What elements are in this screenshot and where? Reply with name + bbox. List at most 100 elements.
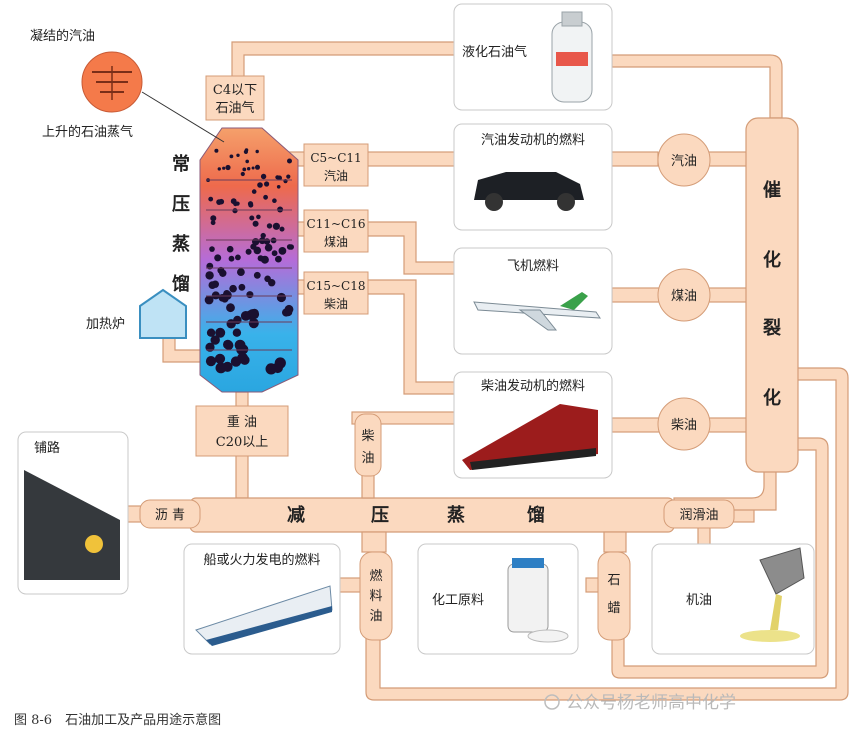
tower-droplet [275, 175, 280, 180]
catalytic-cracking-label: 催 化 裂 化 [762, 179, 781, 409]
tower-droplet [266, 223, 273, 229]
product-card-diesel-engine: 柴油发动机的燃料 [453, 371, 613, 479]
distillation-tower [199, 127, 299, 393]
heavy-oil-line2: C20以上 [216, 435, 269, 450]
tower-droplet [284, 304, 294, 314]
tower-droplet [215, 362, 227, 374]
tower-droplet [232, 328, 242, 337]
diesel-v-2: 油 [361, 451, 374, 466]
tower-droplet [248, 202, 254, 208]
tower-droplet [230, 356, 242, 367]
fuel-v-3: 油 [369, 609, 382, 624]
c4-gas-box: C4以下 石油气 [205, 75, 265, 121]
kerosene-circle: 煤油 [657, 268, 711, 322]
paraffin-v-1: 石 [607, 573, 620, 588]
tower-droplet [276, 185, 281, 189]
jet-fuel-label: 飞机燃料 [507, 258, 559, 274]
condensed-gasoline-label: 凝结的汽油 [30, 28, 95, 44]
cat-char-3: 裂 [762, 318, 781, 339]
lubricant-label: 润滑油 [679, 508, 718, 523]
c4-line2: 石油气 [215, 100, 254, 116]
tower-droplet [226, 303, 235, 313]
wechat-icon [544, 694, 560, 710]
tower-droplet [208, 281, 217, 289]
paving-label: 铺路 [34, 440, 60, 456]
fuel-oil-box: 燃 料 油 [359, 551, 393, 641]
tower-droplet [263, 194, 268, 200]
vacuum-distillation-label: 减 压 蒸 馏 [287, 504, 545, 526]
tower-droplet [256, 214, 261, 220]
tower-droplet [210, 335, 220, 345]
c11-line1: C11~C16 [307, 217, 366, 231]
tower-droplet [264, 181, 270, 187]
tower-droplet [226, 245, 234, 253]
tower-droplet [242, 167, 247, 172]
product-card-chemical: 化工原料 [417, 543, 579, 655]
vac-char-1: 减 [287, 504, 305, 526]
tower-droplet [287, 158, 292, 164]
tower-droplet [247, 167, 251, 171]
cat-char-2: 化 [763, 249, 781, 271]
engine-oil-label: 机油 [686, 593, 712, 608]
tower-droplet [249, 215, 255, 221]
atm-char-3: 蒸 [172, 234, 190, 255]
tower-droplet [214, 353, 226, 364]
tower-droplet [264, 275, 271, 283]
tower-droplet [204, 295, 214, 305]
figure-caption: 图 8-6 石油加工及产品用途示意图 [14, 712, 221, 728]
c11-line2: 煤油 [324, 235, 348, 249]
chemical-label: 化工原料 [432, 593, 484, 608]
kerosene-circle-label: 煤油 [671, 289, 697, 304]
c5-line2: 汽油 [324, 168, 348, 183]
tower-droplet [211, 291, 220, 300]
paraffin-box: 石 蜡 [597, 551, 631, 641]
tower-droplet [240, 311, 251, 321]
tower-droplet [245, 248, 252, 255]
tower-droplet [225, 164, 231, 171]
pipes [125, 41, 849, 701]
tower-droplet [205, 271, 214, 280]
tower-droplet [272, 198, 277, 203]
atmospheric-distillation-label: 常 压 蒸 馏 [172, 153, 190, 295]
c5-gasoline-box: C5~C11 汽油 [303, 143, 369, 187]
tower-droplet [253, 271, 261, 279]
tower-droplet [235, 254, 241, 261]
tower-trays [206, 179, 292, 351]
diesel-v-1: 柴 [361, 429, 374, 444]
heating-furnace: 加热炉 [86, 288, 187, 339]
product-card-lpg: 液化石油气 [453, 3, 613, 111]
lubricant-box: 润滑油 [663, 499, 735, 529]
tower-droplet [229, 154, 234, 159]
tower-droplet [260, 232, 266, 239]
tower-droplet [238, 283, 246, 291]
tower-droplet [215, 327, 226, 338]
c4-line1: C4以下 [213, 83, 257, 98]
tower-droplet [278, 247, 287, 255]
heavy-oil-box: 重 油 C20以上 [195, 405, 289, 457]
tower-droplet [272, 222, 280, 230]
tower-droplet [234, 339, 246, 351]
fuel-v-1: 燃 [369, 568, 382, 584]
condensation-inset: 凝结的汽油 上升的石油蒸气 [30, 28, 225, 143]
tower-droplet [206, 328, 216, 337]
gasoline-engine-label: 汽油发动机的燃料 [481, 132, 585, 148]
tower-droplet [205, 356, 217, 367]
ship-fuel-label: 船或火力发电的燃料 [203, 552, 320, 568]
tower-droplet [221, 295, 229, 303]
tower-droplet [210, 220, 216, 226]
c15-diesel-box: C15~C18 柴油 [303, 271, 369, 315]
tower-droplet [208, 196, 214, 202]
product-card-engine-oil: 机油 [651, 543, 815, 655]
catalytic-cracking-column [745, 117, 799, 473]
tower-droplet [240, 171, 245, 177]
tower-droplet [209, 246, 215, 252]
c11-kerosene-box: C11~C16 煤油 [303, 209, 369, 253]
heavy-oil-line1: 重 油 [227, 414, 257, 430]
tower-droplet [222, 166, 226, 170]
cat-char-1: 催 [763, 179, 781, 201]
tower-droplet [228, 255, 235, 262]
tower-droplet [216, 199, 223, 206]
asphalt-box: 沥 青 [139, 499, 201, 529]
diesel-vertical-box: 柴 油 [354, 413, 382, 477]
